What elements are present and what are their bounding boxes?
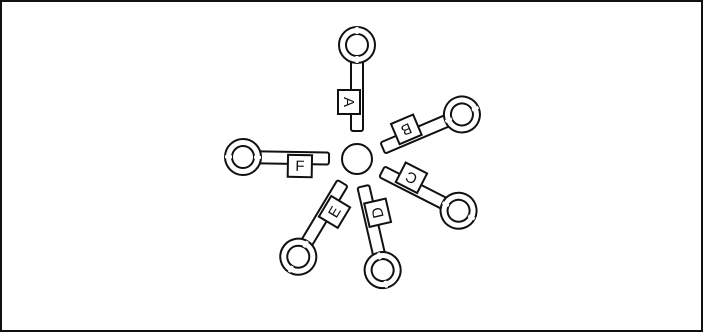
arm-d-tag: D — [364, 199, 391, 227]
arm-f-label: F — [295, 158, 304, 175]
arm-f-roller-icon — [225, 139, 262, 176]
arm-f-tag: F — [288, 155, 312, 177]
arm-a-tag: A — [338, 90, 360, 114]
arm-a-roller-icon — [339, 27, 375, 63]
arm-a-label: A — [340, 97, 357, 107]
arm-d-roller-icon — [361, 248, 404, 291]
arm-a: A — [338, 27, 375, 131]
center-hub — [342, 144, 372, 174]
arm-c-roller-icon — [434, 187, 482, 235]
arm-d: D — [346, 182, 405, 292]
arm-f: F — [225, 139, 330, 178]
arm-b: B — [375, 90, 485, 165]
arm-e: E — [274, 174, 359, 282]
arm-b-roller-icon — [438, 91, 485, 138]
